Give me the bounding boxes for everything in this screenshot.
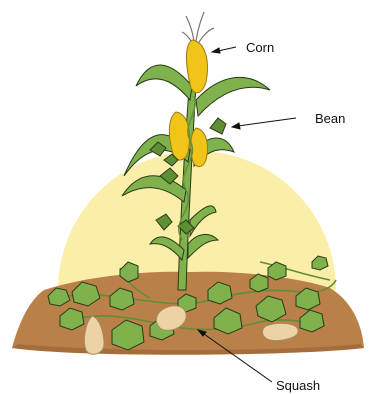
bean-arrow xyxy=(238,118,296,126)
bean-label: Bean xyxy=(315,112,345,125)
corn-label: Corn xyxy=(246,41,274,54)
squash-label: Squash xyxy=(276,379,320,392)
corn-arrow xyxy=(218,47,236,51)
